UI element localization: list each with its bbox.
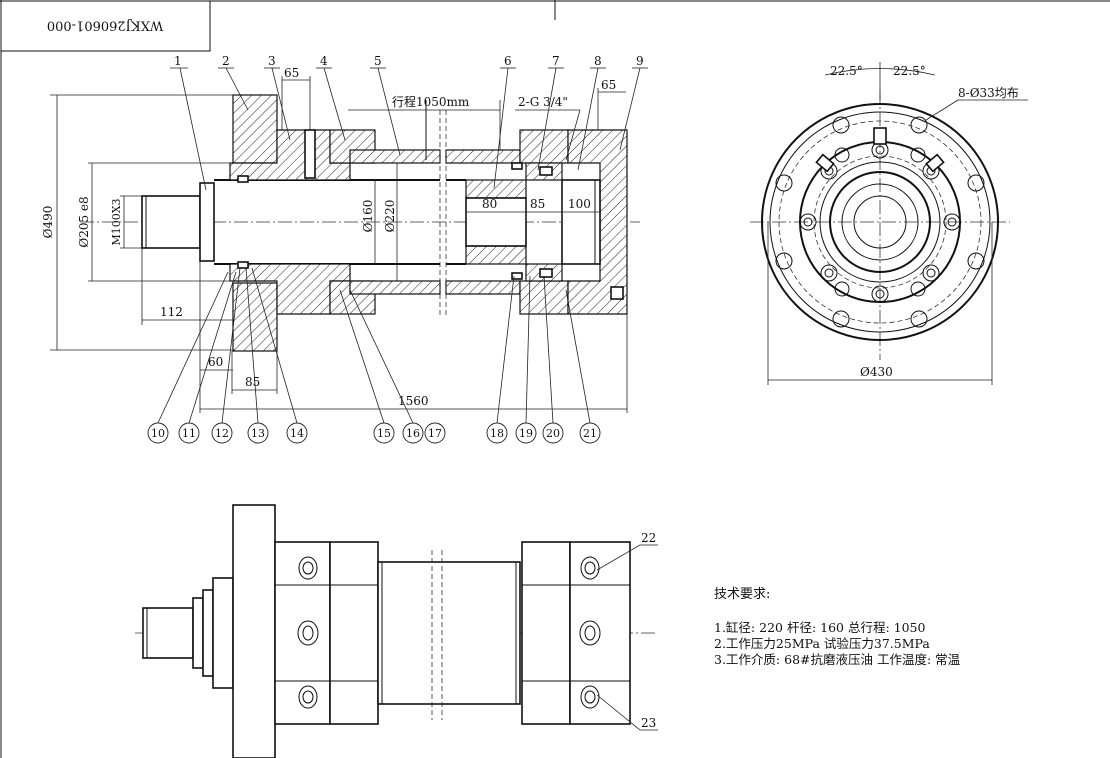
dim-dia-205: Ø205 e8 (77, 196, 91, 247)
side-bolts (297, 556, 601, 709)
dim-65-right: 65 (601, 78, 616, 92)
dim-thread: M100X3 (110, 198, 123, 245)
dim-112: 112 (160, 305, 183, 319)
section-view: Ø490 Ø205 e8 M100X3 Ø160 Ø220 65 行程1050m… (41, 54, 648, 444)
callout-5: 5 (374, 54, 382, 68)
callout-17: 17 (428, 427, 442, 440)
dim-85-piston: 85 (530, 197, 545, 211)
callout-20: 20 (546, 427, 560, 440)
side-view: 22 23 (135, 504, 658, 758)
callout-13: 13 (251, 427, 265, 440)
dim-85-flange: 85 (245, 375, 260, 389)
drawing-number: WXKJ260601-000 (47, 18, 163, 33)
callout-2: 2 (222, 54, 230, 68)
callout-10: 10 (151, 427, 165, 440)
callout-9: 9 (636, 54, 644, 68)
callout-23: 23 (641, 716, 656, 730)
dim-60: 60 (208, 355, 223, 369)
callout-8: 8 (594, 54, 602, 68)
dim-80: 80 (482, 197, 497, 211)
angle-b: 22.5° (893, 64, 926, 78)
title-block: WXKJ260601-000 (0, 0, 211, 52)
tech-line-1: 1.缸径: 220 杆径: 160 总行程: 1050 (714, 620, 926, 635)
dim-port: 2-G 3/4" (518, 95, 568, 109)
tech-heading: 技术要求: (714, 587, 770, 602)
bottom-callouts: 10 11 12 13 14 15 16 17 18 (147, 267, 601, 444)
callout-18: 18 (490, 427, 504, 440)
callout-4: 4 (320, 54, 328, 68)
dim-stroke: 行程1050mm (392, 94, 470, 109)
callout-11: 11 (182, 427, 196, 440)
callout-1: 1 (174, 54, 182, 68)
flange-view: 22.5° 22.5° 8-Ø33均布 Ø430 (750, 62, 1028, 385)
callout-6: 6 (504, 54, 512, 68)
callout-14: 14 (290, 427, 304, 440)
callout-19: 19 (519, 427, 533, 440)
flange-bolt-holes (775, 116, 985, 328)
dim-dia-430: Ø430 (860, 365, 893, 379)
dim-1560: 1560 (398, 394, 429, 408)
top-callouts: 1 2 3 4 5 6 7 8 9 (170, 54, 648, 191)
technical-requirements: 技术要求: 1.缸径: 220 杆径: 160 总行程: 1050 2.工作压力… (714, 587, 961, 667)
callout-21: 21 (583, 427, 597, 440)
dim-dia-490: Ø490 (41, 206, 55, 239)
callout-16: 16 (406, 427, 420, 440)
dim-100: 100 (568, 197, 591, 211)
angle-a: 22.5° (830, 64, 863, 78)
callout-7: 7 (552, 54, 560, 68)
dim-65-left: 65 (284, 66, 299, 80)
tech-line-3: 3.工作介质: 68#抗磨液压油 工作温度: 常温 (714, 652, 961, 667)
flange-holes-note: 8-Ø33均布 (958, 86, 1019, 100)
callout-15: 15 (377, 427, 391, 440)
dim-dia-160: Ø160 (361, 200, 375, 233)
tech-line-2: 2.工作压力25MPa 试验压力37.5MPa (714, 636, 930, 651)
callout-12: 12 (215, 427, 229, 440)
callout-22: 22 (641, 531, 656, 545)
callout-3: 3 (268, 54, 276, 68)
dim-dia-220: Ø220 (383, 200, 397, 233)
